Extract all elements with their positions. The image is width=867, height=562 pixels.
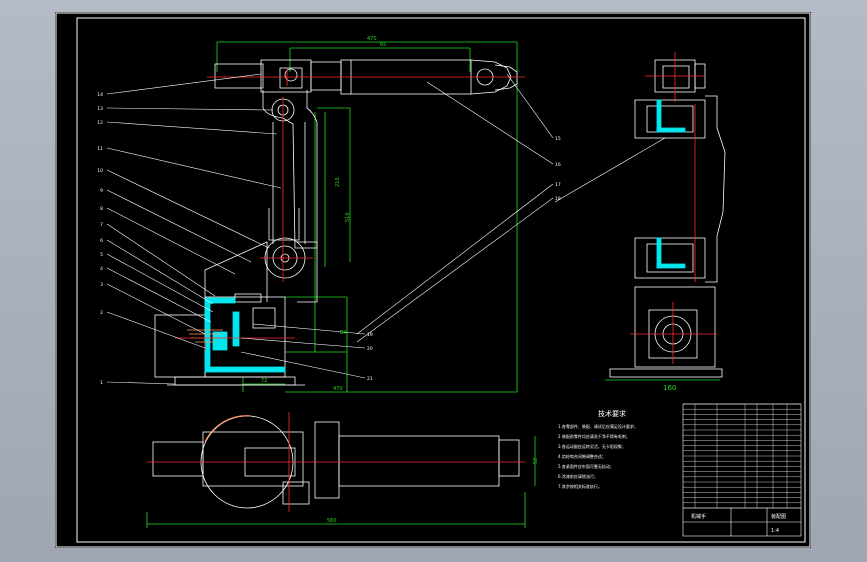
plan-centerlines [147,412,525,512]
leader-line [106,239,214,305]
parts-list-grid [683,403,801,509]
leader-line [106,121,278,135]
leader-line [106,267,212,323]
front-dimension-lines [216,41,518,393]
leader-line [106,253,214,313]
callout-left: 4 [100,266,103,272]
callout-right: 15 [555,136,561,142]
callout-left: 10 [97,168,103,174]
rear-motor [214,63,264,89]
leader-line [506,73,554,139]
tech-line: 7.其余按相关标准执行。 [558,483,602,489]
side-centerlines [630,52,717,364]
tech-line: 6.涂漆前应清除油污； [558,473,598,479]
plan-gear [204,415,252,443]
base-motor [154,314,206,378]
callout-left: 11 [97,146,103,152]
side-arm [705,95,726,283]
technical-requirements: 技术要求 1.各零部件、装配、调试后应满足设计要求； 2.装配前零件均应清洗干净不… [558,409,638,489]
leader-line [106,223,216,297]
plan-dimension-lines [146,436,536,528]
column-upper [204,241,268,302]
leader-line [240,351,366,379]
callout-right: 16 [555,162,561,168]
shoulder-bolt [284,68,298,82]
leader-line [106,207,236,275]
dim-plan-arm: 52 [533,458,539,464]
side-view [609,59,726,378]
leader-line [106,147,282,189]
dim-base-height: 84 [340,330,346,336]
callout-left: 3 [100,282,103,288]
callout-left: 13 [97,106,103,112]
plan-forearm [338,435,500,487]
callout-left: 1 [100,380,103,386]
leader-line [252,323,366,335]
dim-top-width: 470 [367,36,377,42]
tb-scale: 1:4 [771,528,779,534]
tb-drawing-no: 装配图 [771,513,786,520]
dim-total-height: 510 [345,212,351,222]
dim-arm-height: 210 [335,177,341,187]
callout-right: 18 [555,196,561,202]
callout-left: 12 [97,120,103,126]
dim-total-width: 470 [333,386,343,392]
tb-name: 机械手 [691,513,706,520]
inner-frame [76,17,806,543]
tech-line: 5.各紧固件应牢固可靠无松动； [558,463,614,469]
dim-base-width: 72 [261,378,267,384]
shoulder-housing [260,59,312,93]
tech-line: 4.齿轮啮合间隙调整合适； [558,453,606,459]
callout-left: 7 [100,222,103,228]
callout-left: 5 [100,252,103,258]
callout-left: 14 [97,92,103,98]
outer-frame [55,12,811,548]
callout-leaders [106,73,666,385]
title-block-texts: 机械手 装配图 1:4 [691,513,786,534]
leader-line [106,311,206,349]
leader-line [106,189,252,263]
side-waist [634,237,706,279]
callout-left: 2 [100,310,103,316]
callout-right: 19 [367,332,373,338]
leader-line [356,197,554,343]
callout-left: 8 [100,206,103,212]
tech-line: 1.各零部件、装配、调试后应满足设计要求； [558,423,638,429]
front-view [154,41,518,393]
upper-link [262,90,318,249]
dim-plan-width: 560 [327,518,337,524]
leader-line [106,107,274,111]
dim-top-inner: 65 [380,42,386,48]
dim-side-base: 160 [663,384,676,392]
leader-line [106,283,206,335]
plan-rear-motor [152,441,204,477]
front-centerlines [175,68,525,350]
leader-line [554,137,666,203]
leader-line [356,183,554,335]
leader-line [106,169,270,249]
tech-line: 3.各运动副应运转灵活，无卡阻现象； [558,443,626,449]
callout-left: 6 [100,238,103,244]
side-shoulder [634,99,706,139]
leader-line [106,381,176,385]
shoulder-flange [279,67,303,89]
tech-line: 2.装配前零件均应清洗干净不得有毛刺； [558,433,630,439]
front-section-fill [204,297,286,373]
leader-line [240,337,366,349]
side-base-plate [609,368,723,378]
side-section-fill [656,99,686,269]
callout-right: 17 [555,182,561,188]
tech-title: 技术要求 [598,409,626,418]
dimension-texts: 470 65 210 510 84 72 470 160 560 52 [261,36,676,524]
leader-line [426,81,554,165]
side-base-housing [634,286,716,368]
leader-line [106,73,262,95]
callout-right: 20 [367,346,373,352]
callout-left: 9 [100,188,103,194]
callout-right: 21 [367,376,373,382]
